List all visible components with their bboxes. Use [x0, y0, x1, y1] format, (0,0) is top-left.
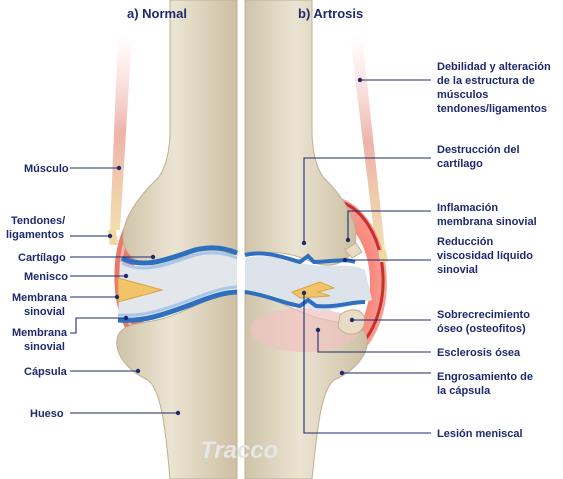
label-sobrecrecimiento-1: Sobrecrecimiento: [437, 309, 530, 321]
label-cartilago: Cartílago: [18, 252, 66, 264]
capsule-arthritic: [325, 195, 387, 365]
label-capsula: Cápsula: [24, 366, 68, 378]
label-tendones-2: ligamentos: [6, 229, 64, 241]
label-menisco: Menisco: [24, 271, 68, 283]
label-engrosamiento-2: la cápsula: [437, 385, 491, 397]
cartilage-upper-normal: [120, 245, 238, 266]
title-artrosis: b) Artrosis: [298, 6, 363, 21]
muscle-strand-normal: [110, 35, 132, 230]
normal-knee: [108, 0, 238, 479]
label-tendones-1: Tendones/: [11, 215, 65, 227]
femur-arthritic: [244, 0, 357, 266]
muscle-strand-arthritic: [350, 35, 385, 250]
label-debilidad-2: de la estructura de: [437, 75, 535, 87]
label-debilidad-1: Debilidad y alteración: [437, 61, 551, 73]
label-reduccion-2: viscosidad líquido: [437, 250, 533, 262]
right-labels: Debilidad y alteración de la estructura …: [301, 61, 551, 440]
label-musculo: Músculo: [24, 163, 69, 175]
cartilage-lower-normal: [117, 289, 238, 323]
label-lesion: Lesión meniscal: [437, 428, 523, 440]
label-hueso: Hueso: [30, 408, 64, 420]
label-reduccion-1: Reducción: [437, 236, 494, 248]
label-sobrecrecimiento-2: óseo (osteofitos): [437, 323, 526, 335]
label-inflamacion-2: membrana sinovial: [437, 216, 537, 228]
label-destruccion-2: cartílago: [437, 158, 483, 170]
label-esclerosis: Esclerosis ósea: [437, 347, 521, 359]
meniscus-normal: [117, 277, 164, 303]
label-membrana1-1: Membrana: [12, 292, 68, 304]
femur-normal: [122, 0, 238, 266]
label-debilidad-4: tendones/ligamentos: [437, 103, 547, 115]
watermark: Tracco: [200, 437, 278, 464]
tibia-normal: [116, 289, 238, 479]
title-normal: a) Normal: [127, 6, 187, 21]
label-destruccion-1: Destrucción del: [437, 144, 520, 156]
panel-divider: [238, 30, 245, 479]
label-reduccion-3: sinovial: [437, 264, 478, 276]
left-labels: Músculo Tendones/ ligamentos Cartílago M…: [6, 163, 181, 420]
label-inflamacion-1: Inflamación: [437, 202, 498, 214]
label-membrana2-1: Membrana: [12, 327, 68, 339]
label-engrosamiento-1: Engrosamiento de: [437, 371, 533, 383]
arthritic-knee: [244, 0, 388, 479]
label-debilidad-3: músculos: [437, 89, 488, 101]
label-membrana2-2: sinovial: [24, 341, 65, 353]
label-membrana1-2: sinovial: [24, 306, 65, 318]
